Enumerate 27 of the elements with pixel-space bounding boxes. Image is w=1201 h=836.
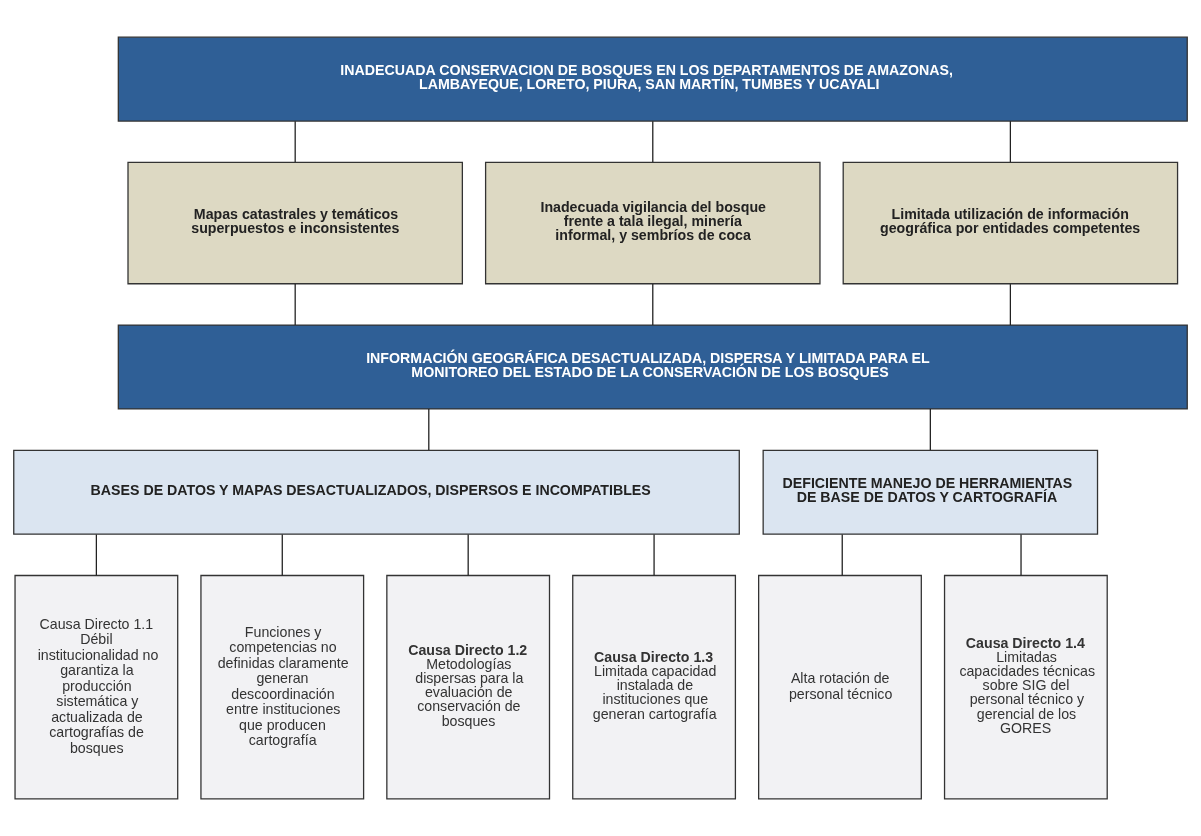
connector — [841, 533, 843, 577]
connector — [428, 408, 430, 451]
connector — [653, 533, 655, 577]
connector — [281, 533, 283, 577]
connector — [1009, 120, 1012, 163]
node-box: INADECUADA CONSERVACION DE BOSQUES EN LOS DEPARTAMENTOS DE AMAZONAS, LAMBAYEQUE, LORETO, PIURA, SAN MARTÍN, TUMBES Y UCAYALI — [117, 36, 1188, 122]
node-box: Inadecuada vigilancia del bosque frente a tala ilegal, minería informal, y sembríos de coca — [484, 161, 821, 285]
connector — [652, 120, 654, 163]
node-box: INFORMACIÓN GEOGRÁFICA DESACTUALIZADA, DISPERSA Y LIMITADA PARA EL MONITOREO DEL ESTADO DE LA CONSERVACIÓN DE LOS BOSQUES — [117, 324, 1188, 410]
node-box: Funciones y competencias no definidas claramente generan descoordinación entre instituciones que producen cartografía — [200, 574, 365, 800]
connector — [1020, 533, 1022, 577]
connector — [1009, 283, 1012, 326]
node-box: Limitada utilización de información geográfica por entidades competentes — [842, 161, 1179, 285]
connector — [929, 408, 931, 451]
node-box: Causa Directo 1.2 Metodologías dispersas para la evaluación de conservación de bosques — [386, 574, 551, 800]
node-box: Causa Directo 1.1 Débil institucionalidad no garantiza la producción sistemática y actualizada de cartografías de bosques — [14, 574, 179, 800]
node-box: Alta rotación de personal técnico — [758, 574, 922, 800]
node-box: Causa Directo 1.3 Limitada capacidad instalada de instituciones que generan cartografía — [572, 574, 737, 800]
node-box: BASES DE DATOS Y MAPAS DESACTUALIZADOS, DISPERSOS E INCOMPATIBLES — [13, 449, 740, 535]
node-box: Mapas catastrales y temáticos superpuestos e inconsistentes — [127, 161, 463, 285]
connector — [294, 120, 296, 163]
connector — [294, 283, 296, 326]
node-box: Causa Directo 1.4 Limitadas capacidades técnicas sobre SIG del personal técnico y gerencial de los GORES — [943, 574, 1108, 800]
connector — [652, 283, 654, 326]
connector — [467, 533, 469, 577]
connector — [95, 533, 98, 577]
node-box: DEFICIENTE MANEJO DE HERRAMIENTAS DE BASE DE DATOS Y CARTOGRAFÍA — [762, 449, 1099, 535]
